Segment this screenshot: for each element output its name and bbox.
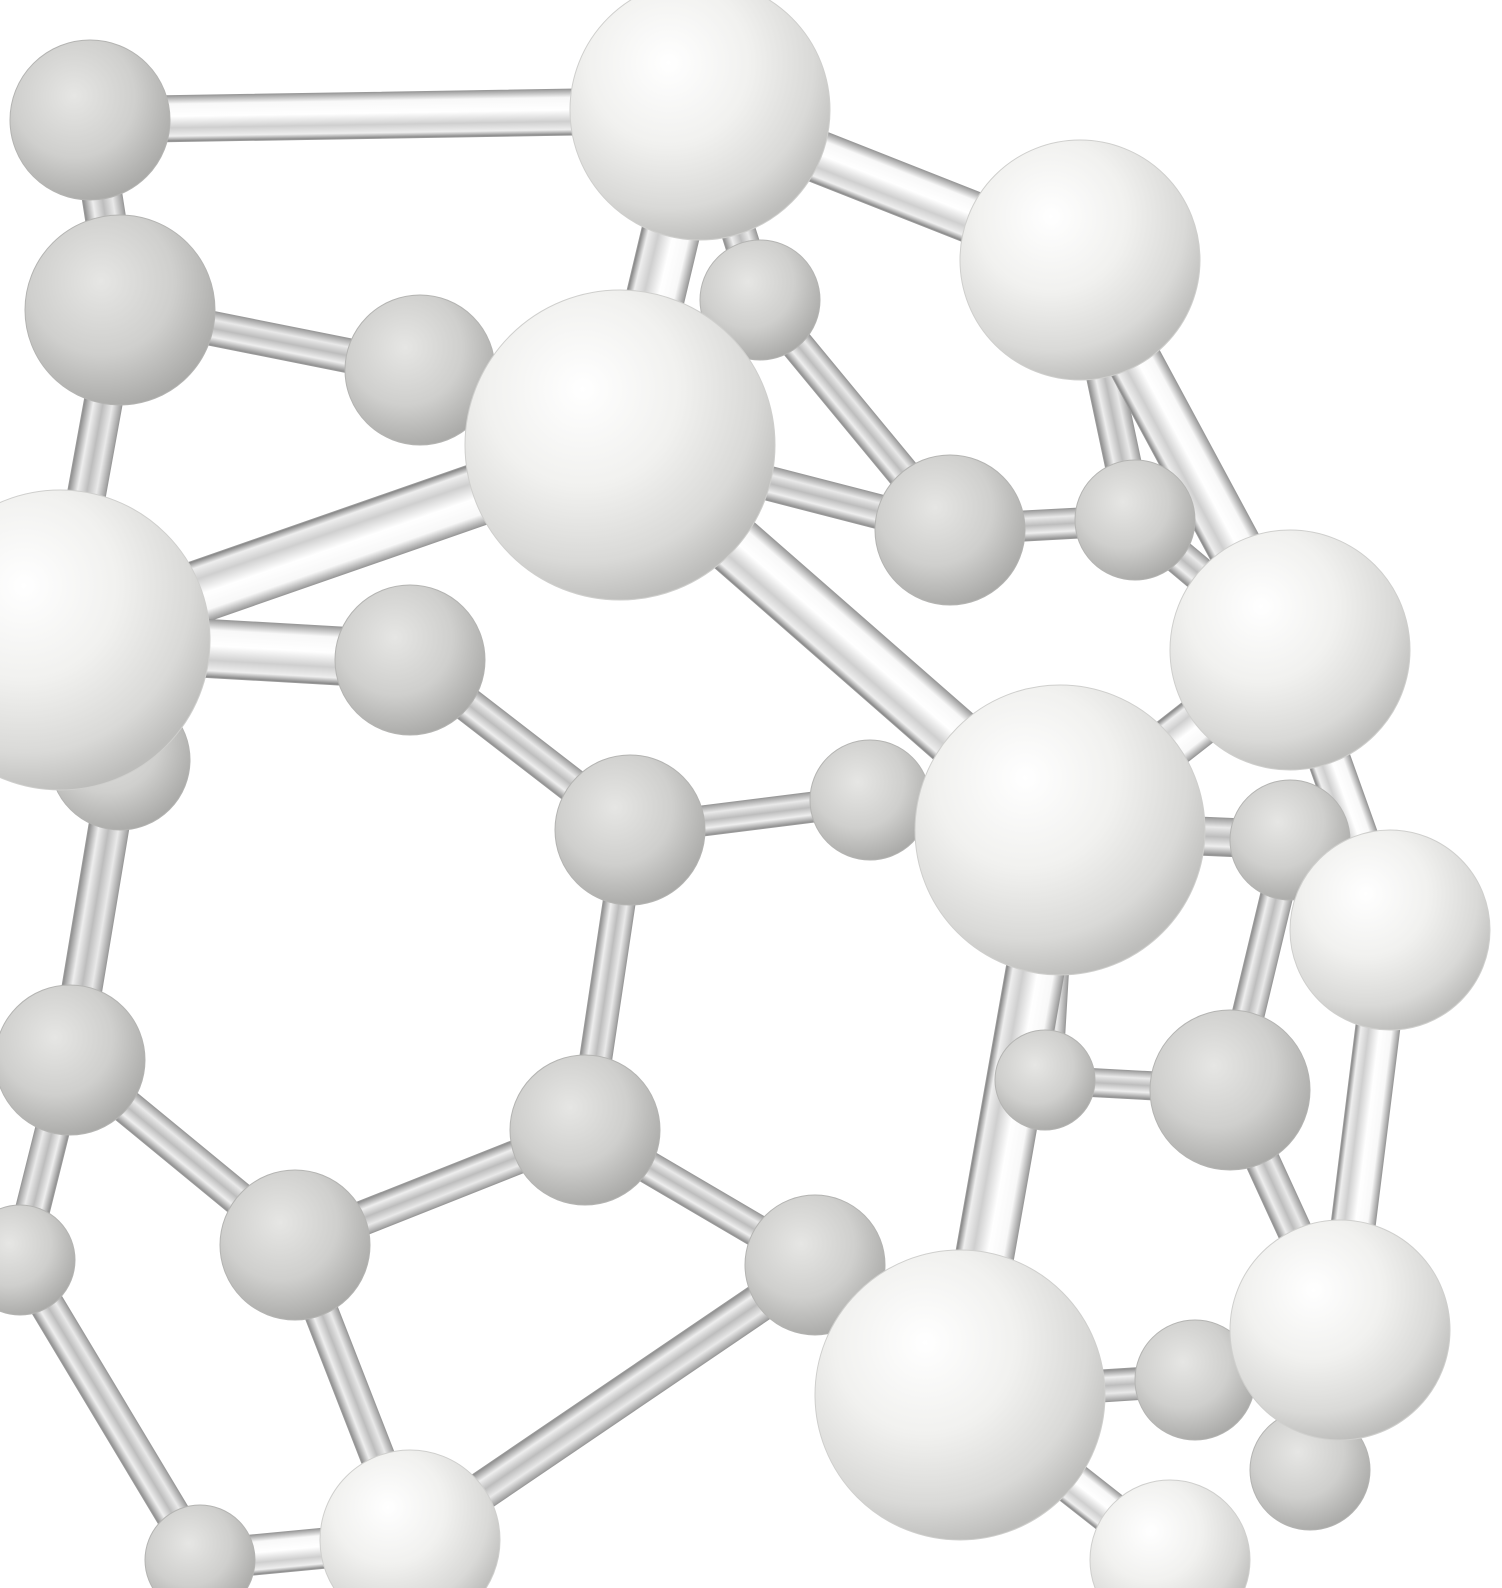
atom <box>1289 829 1491 1031</box>
atom <box>0 1204 76 1316</box>
atom <box>994 1029 1096 1131</box>
atom <box>1229 1219 1451 1441</box>
atom <box>9 39 171 201</box>
atom <box>1149 1009 1311 1171</box>
atom <box>814 1249 1106 1541</box>
atom <box>569 0 831 241</box>
atom <box>464 289 776 601</box>
atom <box>0 489 211 791</box>
atom <box>144 1504 256 1588</box>
atom <box>959 139 1201 381</box>
atom <box>334 584 486 736</box>
atom <box>1169 529 1411 771</box>
atom <box>809 739 931 861</box>
atom <box>509 1054 661 1206</box>
atom <box>1089 1479 1251 1588</box>
atom <box>24 214 216 406</box>
atom <box>1074 459 1196 581</box>
atom <box>554 754 706 906</box>
atom <box>699 239 821 361</box>
atom <box>319 1449 501 1588</box>
atom <box>874 454 1026 606</box>
atom <box>0 984 146 1136</box>
atom <box>914 684 1206 976</box>
atom <box>219 1169 371 1321</box>
